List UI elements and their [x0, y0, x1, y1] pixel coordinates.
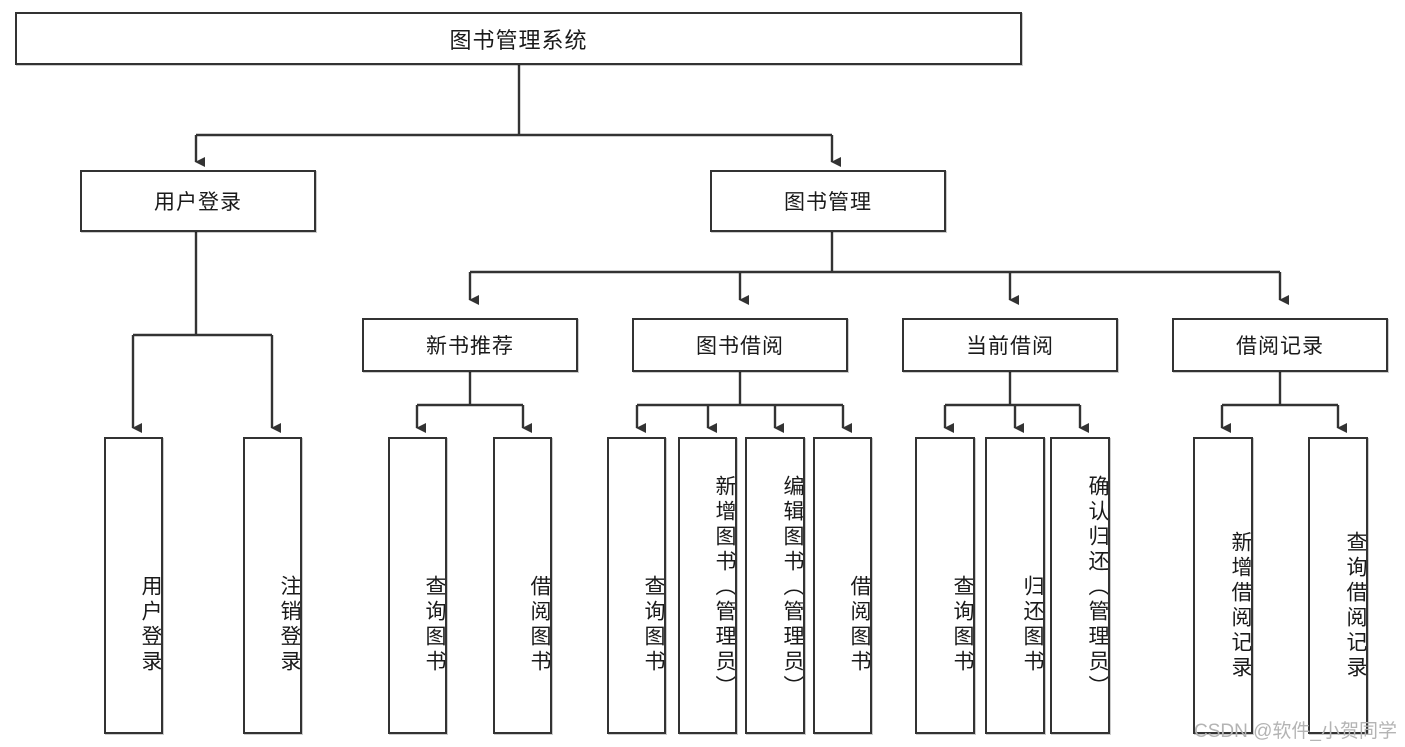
- node-label: 当前借阅: [966, 335, 1054, 358]
- node-label: 查询图书: [423, 574, 446, 675]
- node-label: 注销登录: [278, 574, 301, 675]
- leaf-query-book-1[interactable]: 查询图书: [388, 437, 447, 734]
- node-label: 归还图书: [1021, 574, 1044, 675]
- leaf-query-book-3[interactable]: 查询图书: [915, 437, 975, 734]
- node-book-borrow[interactable]: 图书借阅: [632, 318, 848, 372]
- node-label: 用户登录: [139, 574, 162, 675]
- watermark-text: CSDN @软件_小贺同学: [1194, 721, 1397, 742]
- node-label: 编辑图书（管理员）: [781, 475, 804, 700]
- leaf-confirm-return[interactable]: 确认归还（管理员）: [1050, 437, 1110, 734]
- leaf-query-book-2[interactable]: 查询图书: [607, 437, 666, 734]
- leaf-borrow-book-1[interactable]: 借阅图书: [493, 437, 552, 734]
- node-label: 用户登录: [154, 191, 242, 214]
- node-root-system[interactable]: 图书管理系统: [15, 12, 1022, 65]
- node-label: 新增借阅记录: [1229, 530, 1252, 681]
- node-user-login[interactable]: 用户登录: [80, 170, 316, 232]
- node-label: 图书借阅: [696, 335, 784, 358]
- leaf-add-book[interactable]: 新增图书（管理员）: [678, 437, 737, 734]
- node-label: 借阅记录: [1236, 335, 1324, 358]
- node-label: 确认归还（管理员）: [1086, 475, 1109, 700]
- node-label: 图书管理: [784, 191, 872, 214]
- leaf-return-book[interactable]: 归还图书: [985, 437, 1045, 734]
- node-label: 查询图书: [642, 574, 665, 675]
- leaf-borrow-book-2[interactable]: 借阅图书: [813, 437, 872, 734]
- node-label: 新增图书（管理员）: [713, 475, 736, 700]
- node-label: 查询借阅记录: [1344, 530, 1367, 681]
- node-current-borrow[interactable]: 当前借阅: [902, 318, 1118, 372]
- node-new-book-recommend[interactable]: 新书推荐: [362, 318, 578, 372]
- leaf-add-record[interactable]: 新增借阅记录: [1193, 437, 1253, 734]
- node-label: 新书推荐: [426, 335, 514, 358]
- leaf-query-record[interactable]: 查询借阅记录: [1308, 437, 1368, 734]
- leaf-user-logout[interactable]: 注销登录: [243, 437, 302, 734]
- leaf-edit-book[interactable]: 编辑图书（管理员）: [745, 437, 805, 734]
- leaf-user-login[interactable]: 用户登录: [104, 437, 163, 734]
- node-book-management[interactable]: 图书管理: [710, 170, 946, 232]
- node-label: 借阅图书: [528, 574, 551, 675]
- node-label: 查询图书: [951, 574, 974, 675]
- node-borrow-record[interactable]: 借阅记录: [1172, 318, 1388, 372]
- node-label: 图书管理系统: [449, 27, 588, 53]
- node-label: 借阅图书: [848, 574, 871, 675]
